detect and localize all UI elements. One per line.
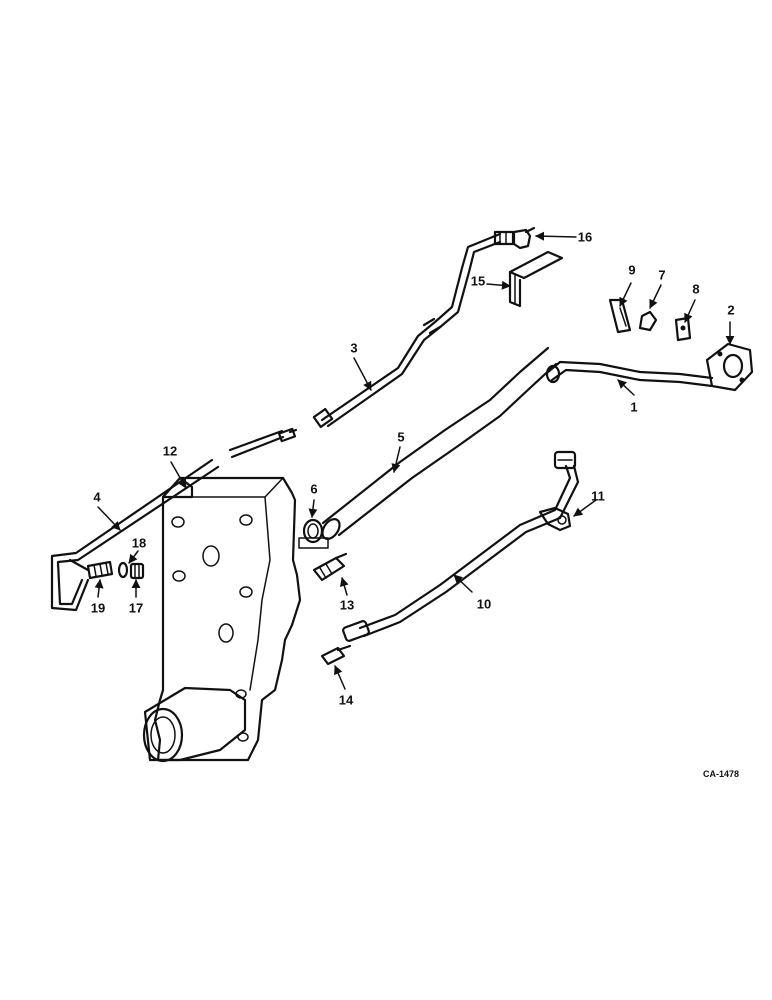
clamp-part-6 — [298, 518, 329, 549]
callout-5: 5 — [397, 429, 404, 444]
tube-part-3 — [312, 230, 515, 429]
callout-4: 4 — [93, 489, 101, 504]
tube-part-4 — [50, 427, 298, 612]
callout-2: 2 — [727, 302, 734, 317]
connector-part-13 — [312, 552, 348, 582]
callout-12: 12 — [163, 443, 177, 458]
callout-8: 8 — [692, 281, 699, 296]
callout-16: 16 — [578, 229, 592, 244]
callout-10: 10 — [477, 596, 491, 611]
tube-part-10 — [342, 450, 580, 642]
callout-13: 13 — [340, 597, 354, 612]
callout-18: 18 — [132, 535, 146, 550]
connector-part-14 — [320, 644, 352, 666]
elbow-part-16 — [512, 226, 536, 250]
callout-11: 11 — [591, 488, 605, 503]
housing-part-12 — [142, 476, 302, 763]
callout-3: 3 — [350, 340, 357, 355]
callout-15: 15 — [471, 273, 485, 288]
callout-labels: 1 2 3 4 5 6 7 8 9 10 11 12 13 14 15 16 1… — [91, 229, 735, 707]
flange-part-2 — [705, 342, 754, 392]
clips-9-7-8 — [608, 298, 692, 342]
callout-14: 14 — [339, 692, 354, 707]
leader-lines — [94, 231, 735, 690]
callout-17: 17 — [129, 600, 143, 615]
callout-1: 1 — [630, 399, 637, 414]
fittings-19-18-17 — [86, 560, 145, 580]
callout-7: 7 — [658, 267, 665, 282]
callout-6: 6 — [310, 481, 317, 496]
hose-part-5 — [321, 346, 558, 540]
tube-part-1 — [545, 360, 714, 388]
fitting-part-11 — [538, 506, 572, 532]
callout-19: 19 — [91, 600, 105, 615]
callout-9: 9 — [628, 262, 635, 277]
bracket-part-15 — [508, 250, 564, 308]
drawing-code: CA-1478 — [703, 769, 739, 779]
